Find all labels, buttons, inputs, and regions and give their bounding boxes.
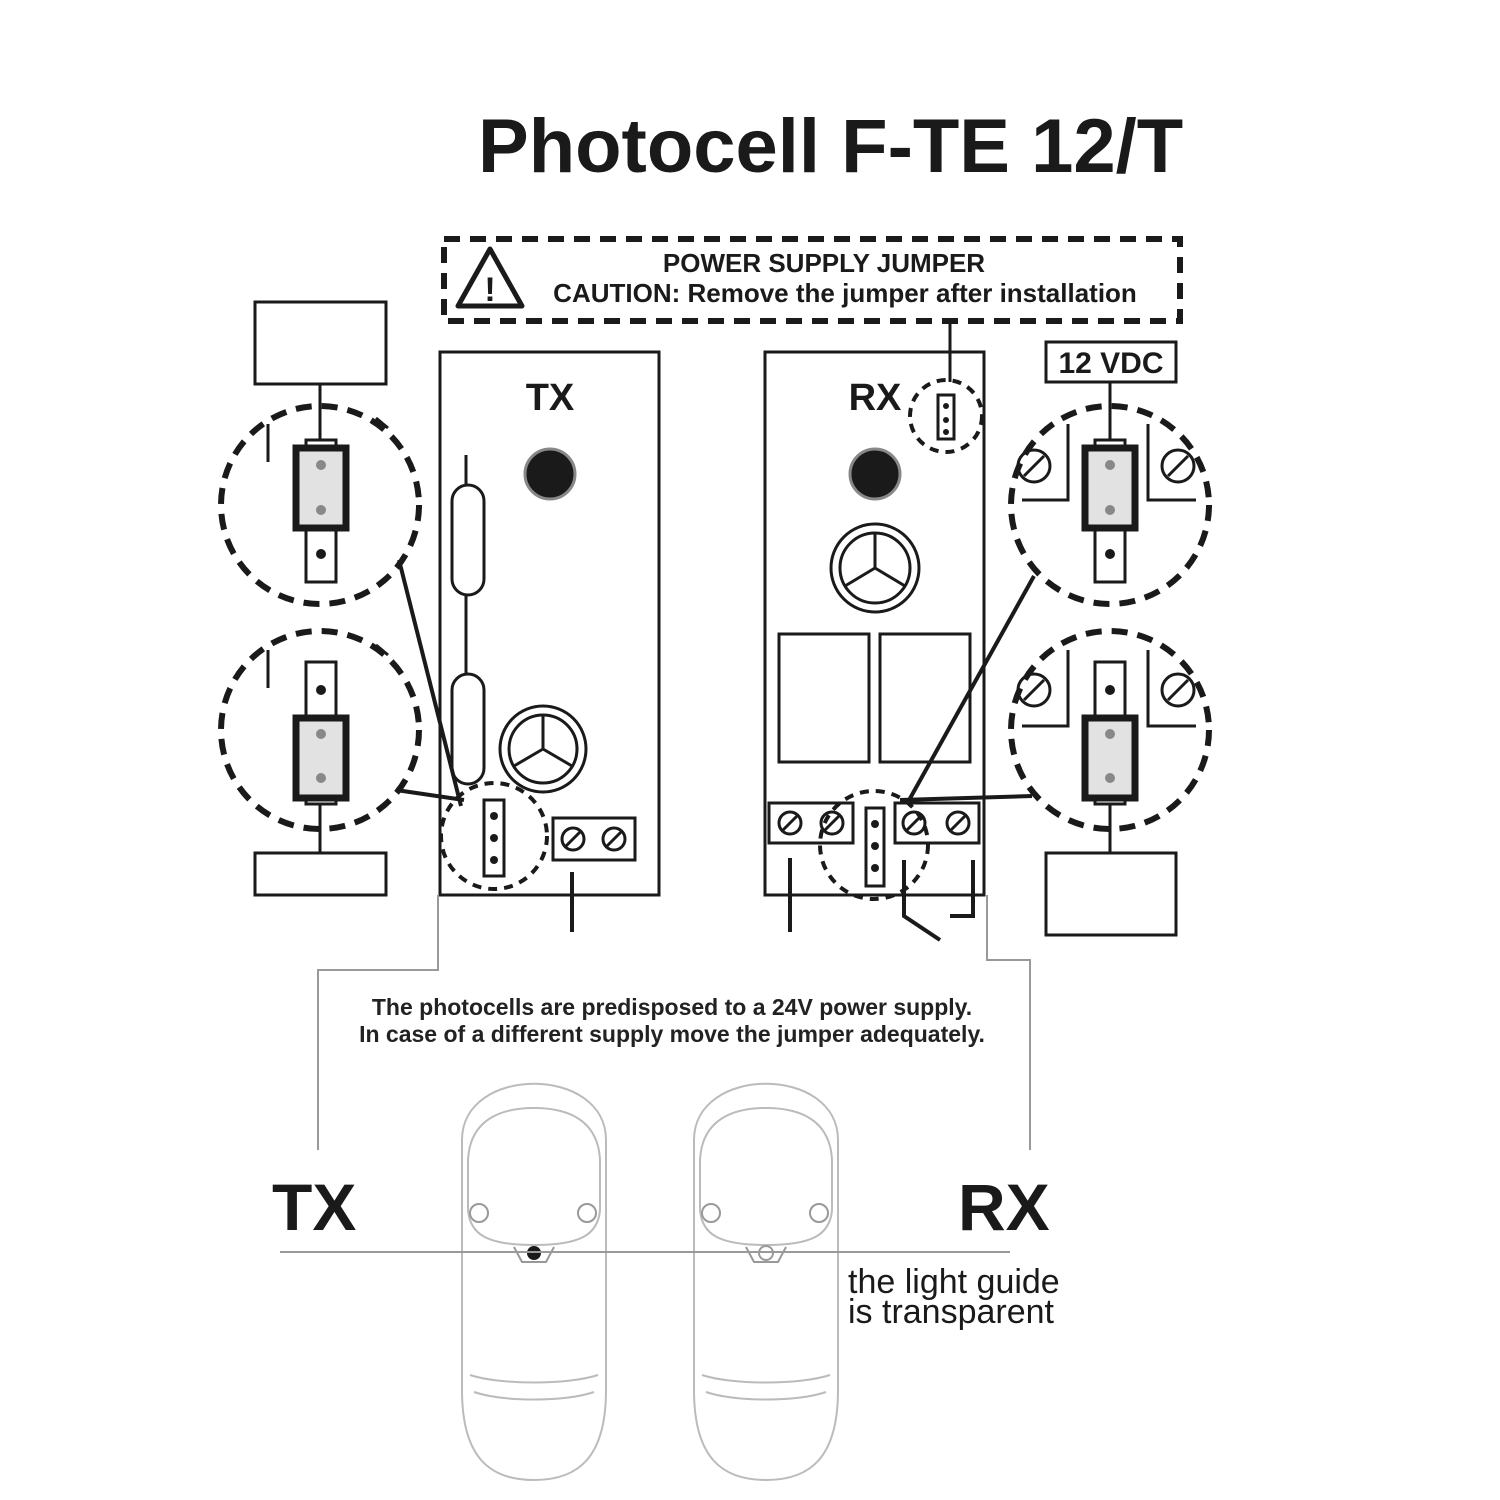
rx-device-label: RX [958,1170,1050,1244]
rx-connector-top [1008,403,1212,607]
tx-top-device-box [253,300,388,440]
rx-trimmer-icon [829,522,921,614]
tx-bottom-device-box [253,851,388,897]
tx-trimmer-icon [498,704,588,794]
rx-led-icon [848,447,902,501]
rx-terminal-block-left [767,801,855,845]
vdc-box: 12 VDC [1044,340,1178,440]
supply-note-line2: In case of a different supply move the j… [359,1021,985,1047]
tx-jumper [439,781,549,891]
tx-photocell-device [461,1082,607,1482]
svg-text:!: ! [484,271,495,309]
page-title: Photocell F-TE 12/T [478,104,1183,189]
warning-title: POWER SUPPLY JUMPER [663,248,985,278]
tx-board: TX [438,350,661,932]
rx-bottom-device-box [1044,851,1178,937]
rx-connector-bottom [1008,628,1212,853]
tx-device-label: TX [272,1170,356,1244]
tx-terminal-block [551,816,637,932]
rx-board-label: RX [849,377,902,419]
rx-top-jumper [908,378,984,454]
vdc-label: 12 VDC [1058,347,1163,380]
rx-jumper [818,789,930,901]
tx-board-label: TX [526,377,575,419]
warning-caution: CAUTION: Remove the jumper after install… [553,278,1137,308]
rx-board: RX [763,350,986,942]
rx-photocell-device [693,1082,839,1482]
light-guide-line2: is transparent [848,1293,1055,1331]
tx-connector-top [218,403,422,607]
supply-note-line1: The photocells are predisposed to a 24V … [372,994,972,1020]
light-guide-line1: the light guide [848,1263,1060,1301]
warning-box: ! POWER SUPPLY JUMPER CAUTION: Remove th… [441,236,1183,324]
tx-led-icon [523,447,577,501]
warning-triangle-icon: ! [455,246,525,309]
rx-terminal-block-right [893,801,981,845]
tx-connector-bottom [218,628,422,853]
